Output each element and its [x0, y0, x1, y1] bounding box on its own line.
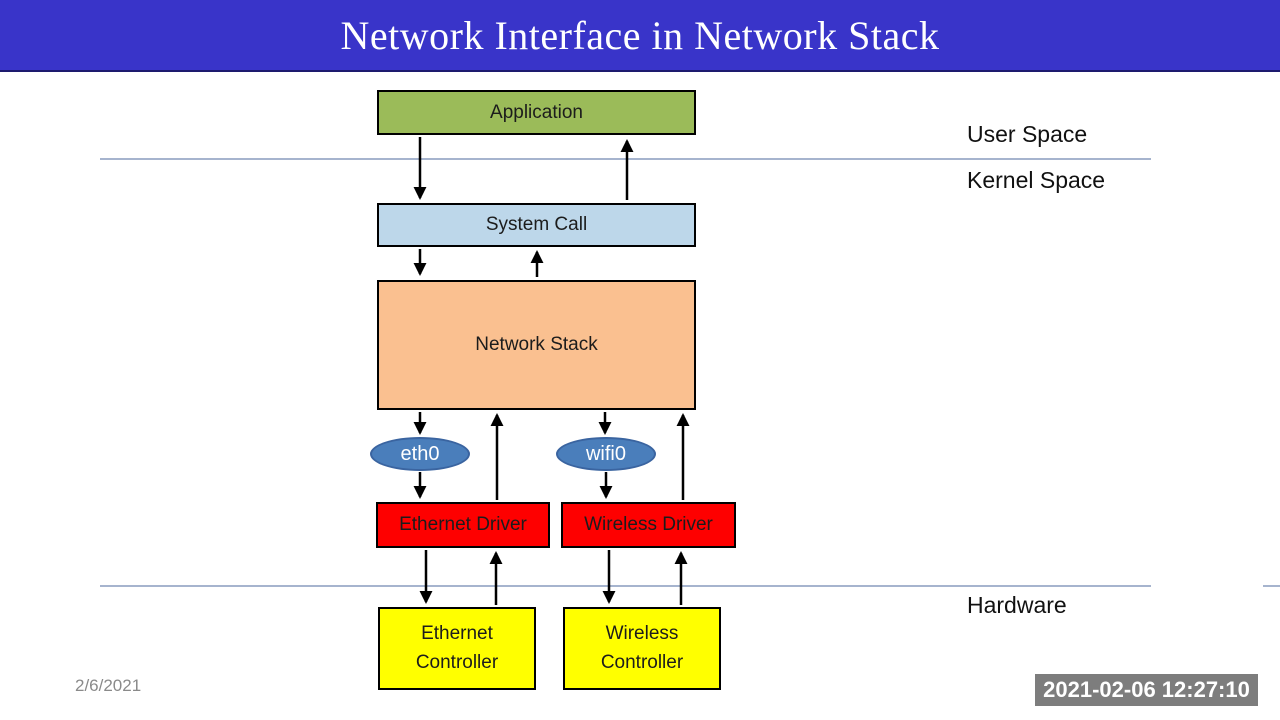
application-box: Application — [377, 90, 696, 135]
title-bar: Network Interface in Network Stack — [0, 0, 1280, 72]
system-call-box: System Call — [377, 203, 696, 247]
kernel-space-label: Kernel Space — [967, 167, 1106, 193]
hardware-label: Hardware — [967, 592, 1067, 618]
wireless-driver-box: Wireless Driver — [561, 502, 736, 548]
recording-timestamp-badge: 2021-02-06 12:27:10 — [1035, 674, 1258, 706]
slide-title: Network Interface in Network Stack — [340, 12, 940, 58]
wifi0-interface-ellipse: wifi0 — [556, 437, 656, 471]
eth0-interface-ellipse: eth0 — [370, 437, 470, 471]
user-space-label: User Space — [967, 121, 1088, 147]
ethernet-driver-box: Ethernet Driver — [376, 502, 550, 548]
ethernet-controller-box: Ethernet Controller — [378, 607, 536, 690]
wireless-controller-box: Wireless Controller — [563, 607, 721, 690]
slide-date: 2/6/2021 — [75, 676, 142, 695]
network-stack-box: Network Stack — [377, 280, 696, 410]
